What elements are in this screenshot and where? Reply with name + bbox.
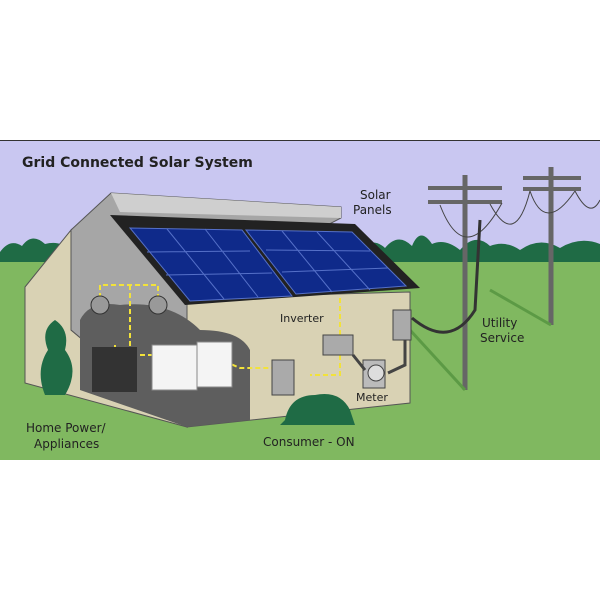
- solar-panels-label-2: Panels: [353, 203, 392, 217]
- home-power-label-1: Home Power/: [26, 421, 107, 435]
- inverter-label: Inverter: [280, 312, 324, 325]
- meter-label: Meter: [356, 391, 388, 404]
- grid-connection-arrow: [411, 219, 482, 334]
- solar-panels: [128, 227, 408, 302]
- shrub-left: [40, 320, 73, 395]
- inverter-icon: [322, 334, 354, 356]
- shrub-front: [280, 394, 355, 425]
- solar-panels-label-1: Solar: [360, 188, 391, 202]
- utility-service-label-1: Utility: [482, 316, 517, 330]
- home-power-label-2: Appliances: [34, 437, 99, 451]
- utility-service-label-2: Service: [480, 331, 524, 345]
- diagram-title: Grid Connected Solar System: [22, 155, 253, 171]
- consumer-label: Consumer - ON: [263, 435, 355, 449]
- breaker-panel-icon: [271, 359, 295, 396]
- house: [24, 192, 482, 429]
- washer-icon: [151, 344, 198, 391]
- tv-icon: [92, 347, 137, 392]
- utility-poles: [408, 167, 600, 392]
- dryer-icon: [196, 341, 233, 388]
- disconnect-box-icon: [392, 309, 412, 341]
